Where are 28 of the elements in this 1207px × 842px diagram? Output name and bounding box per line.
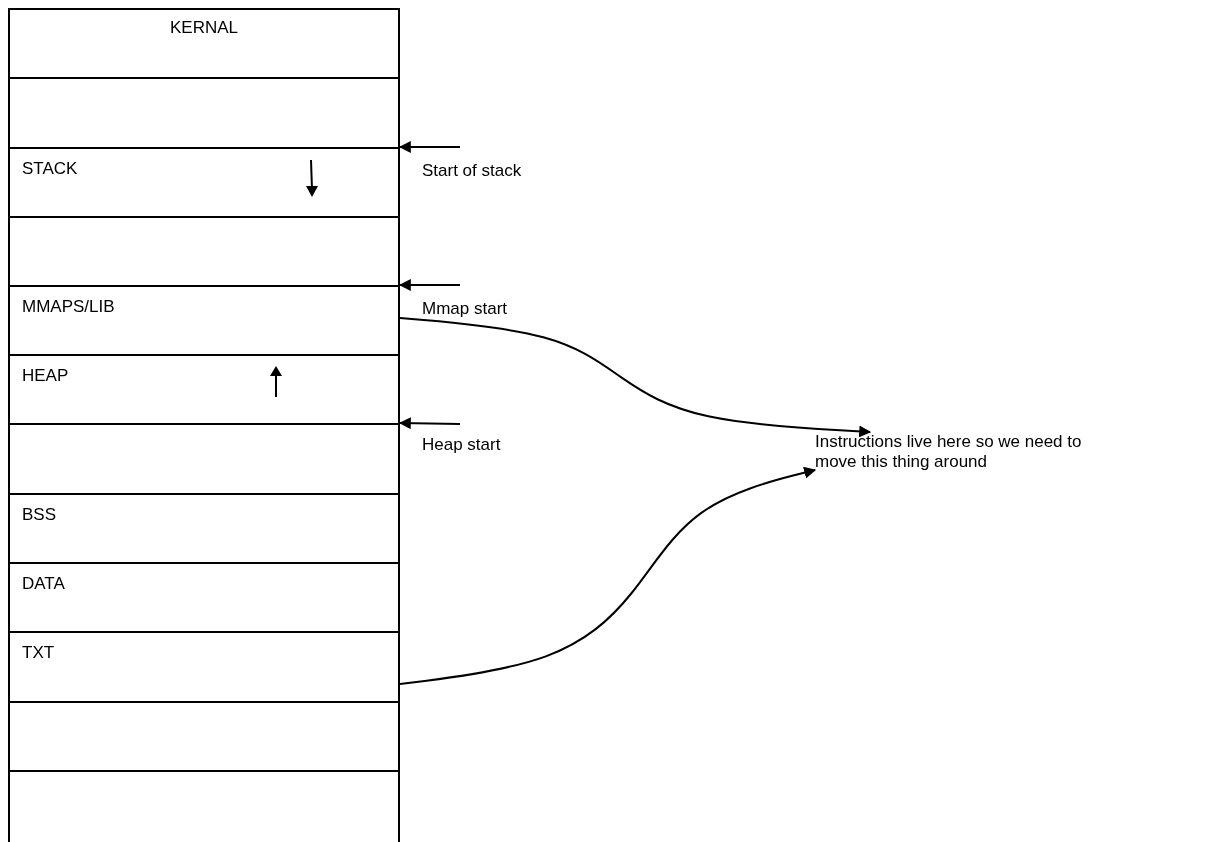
memory-segment-box xyxy=(8,701,400,772)
segment-label: TXT xyxy=(22,643,55,663)
segment-label: BSS xyxy=(22,505,57,525)
memory-segment-box xyxy=(8,770,400,842)
note-text: Instructions live here so we need to move this thing around xyxy=(815,432,1083,472)
segment-label: MMAPS/LIB xyxy=(22,297,115,317)
memory-segment-box xyxy=(8,493,400,564)
segment-label: KERNAL xyxy=(169,18,239,38)
address-label: Start of stack xyxy=(422,161,523,181)
memory-segment-box xyxy=(8,77,400,149)
curved-arrow xyxy=(399,317,872,438)
memory-segment-box xyxy=(8,216,400,287)
memory-segment-box xyxy=(8,562,400,633)
segment-label: DATA xyxy=(22,574,65,594)
arrow xyxy=(398,141,461,153)
segment-label: HEAP xyxy=(22,366,69,386)
memory-segment-box xyxy=(8,147,400,218)
memory-segment-box xyxy=(8,354,400,425)
memory-segment-box xyxy=(8,285,400,356)
segment-label: STACK xyxy=(22,159,78,179)
address-label: Heap start xyxy=(422,435,502,455)
address-label: Mmap start xyxy=(422,299,509,319)
memory-segment-box xyxy=(8,631,400,703)
memory-segment-box xyxy=(8,8,400,79)
memory-segment-box xyxy=(8,423,400,495)
arrow xyxy=(398,279,461,291)
arrow xyxy=(398,417,461,430)
curved-arrow xyxy=(399,466,817,685)
